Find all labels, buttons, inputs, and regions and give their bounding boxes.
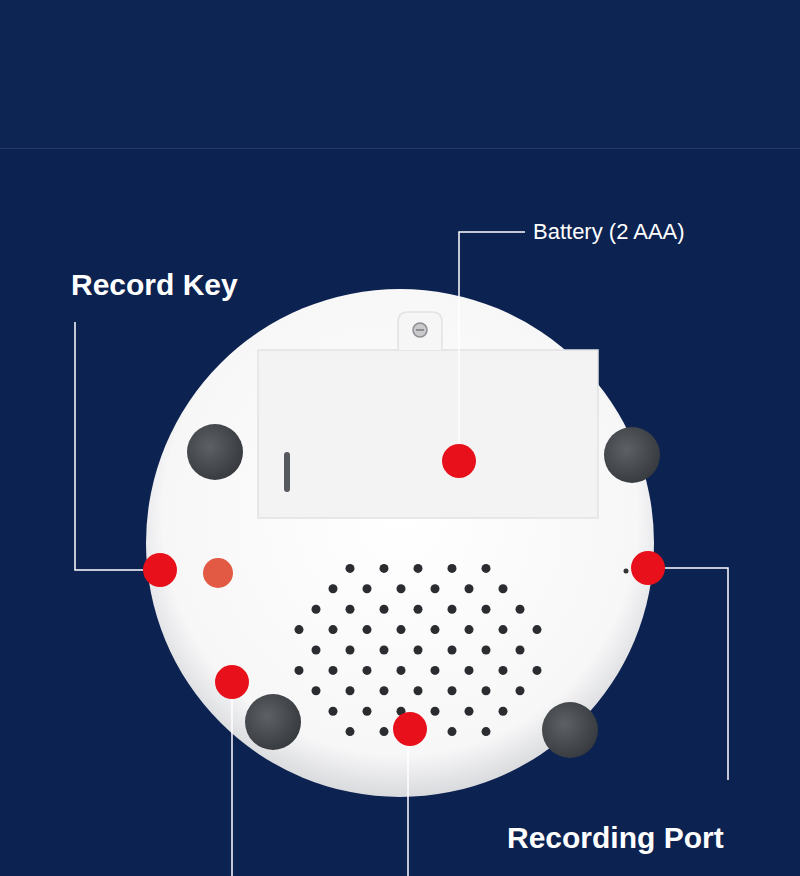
speaker-hole — [482, 646, 491, 655]
speaker-hole — [516, 605, 525, 614]
speaker-hole — [329, 625, 338, 634]
speaker-hole — [397, 625, 406, 634]
speaker-hole — [448, 727, 457, 736]
speaker-hole — [363, 707, 372, 716]
callout-label: Recording Port — [507, 821, 724, 856]
screw — [413, 323, 427, 337]
leader-line — [75, 322, 143, 570]
cover-tab — [398, 312, 442, 350]
speaker-hole — [363, 666, 372, 675]
callout-dot — [393, 712, 427, 746]
speaker-hole — [448, 686, 457, 695]
speaker-hole — [414, 605, 423, 614]
speaker-hole — [346, 646, 355, 655]
speaker-hole — [516, 686, 525, 695]
speaker-hole — [499, 666, 508, 675]
cover-latch — [284, 452, 290, 492]
rubber-foot — [187, 424, 243, 480]
callout-label: Battery (2 AAA) — [533, 219, 685, 244]
leader-line — [665, 568, 728, 780]
speaker-hole — [414, 564, 423, 573]
speaker-hole — [448, 605, 457, 614]
speaker-hole — [380, 646, 389, 655]
speaker-hole — [499, 707, 508, 716]
speaker-hole — [533, 666, 542, 675]
speaker-hole — [380, 564, 389, 573]
speaker-hole — [482, 605, 491, 614]
device-body — [146, 289, 654, 797]
top-band — [0, 0, 800, 148]
speaker-hole — [482, 564, 491, 573]
speaker-hole — [516, 646, 525, 655]
callout-dots — [143, 444, 665, 746]
speaker-hole — [380, 727, 389, 736]
speaker-hole — [465, 625, 474, 634]
leader-line — [231, 699, 233, 876]
mic-hole — [624, 569, 629, 574]
speaker-hole — [414, 686, 423, 695]
speaker-hole — [295, 666, 304, 675]
speaker-hole — [380, 605, 389, 614]
record-button — [203, 558, 233, 588]
callout-dot — [215, 665, 249, 699]
speaker-hole — [312, 686, 321, 695]
speaker-hole — [295, 625, 304, 634]
speaker-hole — [346, 727, 355, 736]
speaker-hole — [431, 584, 440, 593]
speaker-hole — [414, 646, 423, 655]
speaker-hole — [431, 625, 440, 634]
speaker-hole — [482, 727, 491, 736]
speaker-hole — [465, 584, 474, 593]
speaker-hole — [346, 564, 355, 573]
speaker-hole — [499, 584, 508, 593]
speaker-hole — [346, 686, 355, 695]
speaker-hole — [363, 584, 372, 593]
rubber-foot — [542, 702, 598, 758]
speaker-hole — [465, 666, 474, 675]
leader-line — [459, 232, 525, 444]
speaker-hole — [499, 625, 508, 634]
speaker-hole — [329, 584, 338, 593]
screw-slot — [416, 329, 424, 331]
speaker-hole — [363, 625, 372, 634]
callout-dot — [631, 551, 665, 585]
speaker-hole — [482, 686, 491, 695]
rubber-foot — [245, 694, 301, 750]
speaker-hole — [329, 666, 338, 675]
battery-cover — [258, 350, 598, 518]
speaker-hole — [448, 646, 457, 655]
speaker-hole — [533, 625, 542, 634]
speaker-hole — [431, 707, 440, 716]
speaker-hole — [312, 646, 321, 655]
leader-lines — [75, 232, 728, 876]
band-divider — [0, 148, 800, 149]
speaker-hole — [397, 584, 406, 593]
speaker-hole — [329, 707, 338, 716]
speaker-hole — [346, 605, 355, 614]
rubber-foot — [604, 427, 660, 483]
callout-dot — [143, 553, 177, 587]
speaker-hole — [380, 686, 389, 695]
speaker-hole — [397, 666, 406, 675]
speaker-hole — [448, 564, 457, 573]
speaker-hole — [431, 666, 440, 675]
speaker-hole — [465, 707, 474, 716]
speaker-hole — [312, 605, 321, 614]
leader-line — [407, 745, 409, 876]
speaker-grille — [295, 564, 542, 736]
callout-dot — [442, 444, 476, 478]
callout-label: Record Key — [71, 268, 238, 303]
